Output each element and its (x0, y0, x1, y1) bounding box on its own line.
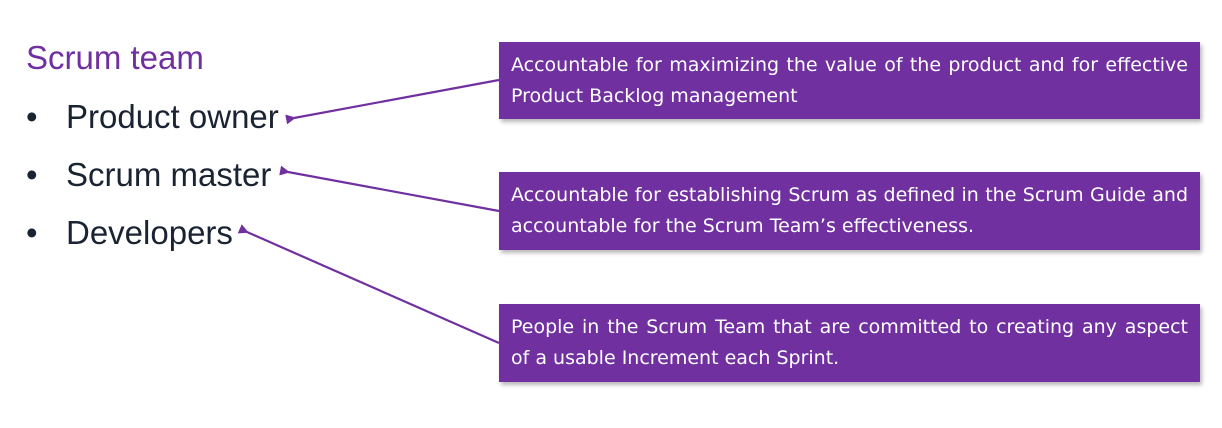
slide-title: Scrum team (26, 39, 204, 76)
role-item-developers: • Developers (26, 213, 233, 253)
role-label-developers: Developers (66, 214, 233, 251)
bullet-icon: • (26, 98, 38, 135)
role-item-scrum-master: • Scrum master (26, 155, 271, 195)
role-item-product-owner: • Product owner (26, 97, 279, 137)
role-label-scrum-master: Scrum master (66, 156, 272, 193)
arrow-developers (237, 224, 500, 345)
role-label-product-owner: Product owner (66, 98, 279, 135)
description-box-scrum-master: Accountable for establishing Scrum as de… (499, 172, 1200, 250)
arrow-scrum-master (279, 165, 500, 213)
bullet-icon: • (26, 156, 38, 193)
bullet-icon: • (26, 214, 38, 251)
description-box-developers: People in the Scrum Team that are commit… (499, 304, 1200, 382)
arrow-product-owner (285, 78, 500, 125)
description-box-product-owner: Accountable for maximizing the value of … (499, 42, 1200, 119)
